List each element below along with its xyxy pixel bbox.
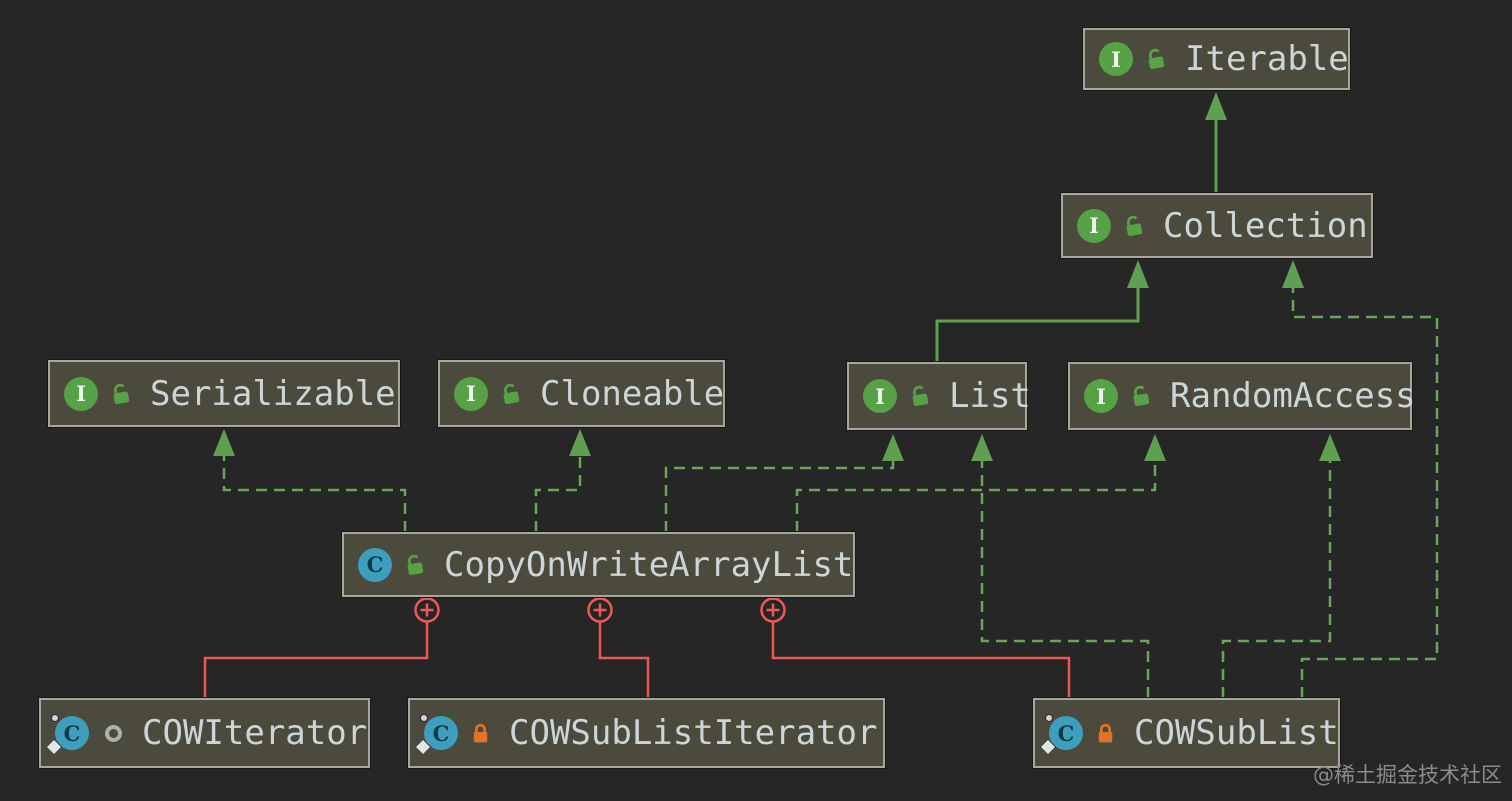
edge-inner-cowsublistiterator — [598, 622, 650, 698]
public-open-lock-icon — [402, 552, 428, 578]
node-label: CopyOnWriteArrayList — [444, 544, 854, 585]
node-label: COWSubListIterator — [509, 713, 878, 753]
interface-icon: I — [454, 376, 488, 411]
static-class-icon: C — [1039, 714, 1083, 756]
node-iterable[interactable]: I Iterable — [1083, 28, 1350, 90]
node-label: Serializable — [150, 373, 396, 414]
plus-icon — [420, 603, 434, 617]
node-label: Cloneable — [540, 373, 725, 414]
edge-cow-implements-serializable — [222, 455, 407, 532]
node-collection[interactable]: I Collection — [1061, 193, 1373, 258]
static-mark-dot-icon — [51, 714, 59, 722]
arrowhead-list-right — [971, 434, 993, 461]
public-open-lock-icon — [1143, 46, 1169, 72]
private-lock-icon — [468, 721, 493, 746]
static-mark-diamond-icon — [45, 738, 63, 756]
node-cloneable[interactable]: I Cloneable — [438, 360, 725, 427]
interface-icon: I — [863, 379, 897, 413]
edge-list-extends-collection — [935, 288, 1140, 362]
static-class-icon: C — [414, 714, 458, 756]
edge-cow-implements-randomaccess — [795, 460, 1157, 532]
interface-icon: I — [1077, 208, 1111, 243]
edge-cowsublist-implements-randomaccess — [1221, 460, 1332, 698]
edge-cow-implements-cloneable — [534, 455, 582, 532]
node-label: COWSubList — [1134, 713, 1339, 753]
arrowhead-cloneable — [569, 429, 591, 456]
static-mark-diamond-icon — [414, 738, 432, 756]
static-mark-dot-icon — [420, 714, 428, 722]
static-mark-dot-icon — [1045, 714, 1053, 722]
node-label: COWIterator — [142, 713, 368, 753]
edge-inner-cowsublist — [771, 622, 1071, 698]
arrowhead-randomaccess-right — [1319, 434, 1341, 461]
edge-cowsublist-implements-list — [980, 460, 1150, 698]
arrowhead-serializable — [213, 429, 235, 456]
static-class-icon: C — [45, 714, 89, 756]
node-label: RandomAccess — [1170, 376, 1416, 416]
edge-cowsublist-implements-collection — [1291, 288, 1439, 698]
node-randomaccess[interactable]: I RandomAccess — [1068, 362, 1416, 430]
interface-icon: I — [1099, 42, 1133, 76]
interface-icon: I — [1084, 379, 1118, 413]
node-cowsublistiterator[interactable]: C COWSubListIterator — [408, 698, 885, 768]
plus-icon — [593, 603, 607, 617]
watermark: @稀土掘金技术社区 — [1313, 763, 1502, 787]
public-open-lock-icon — [1121, 213, 1147, 239]
arrowhead-collection-right — [1282, 260, 1304, 288]
package-local-visibility-icon — [105, 724, 122, 742]
plus-icon — [766, 603, 780, 617]
arrowhead-list-left — [882, 434, 904, 461]
arrowhead-collection-left — [1127, 260, 1149, 288]
public-open-lock-icon — [907, 383, 933, 409]
public-open-lock-icon — [498, 381, 524, 407]
node-label: Iterable — [1185, 39, 1349, 79]
node-label: Collection — [1163, 205, 1368, 246]
node-list[interactable]: I List — [847, 362, 1031, 430]
private-lock-icon — [1093, 721, 1118, 746]
node-cowiterator[interactable]: C COWIterator — [39, 698, 370, 768]
arrowhead-randomaccess-left — [1144, 434, 1166, 461]
interface-icon: I — [64, 376, 98, 411]
edge-inner-cowiterator — [203, 622, 429, 698]
node-label: List — [949, 376, 1031, 416]
node-serializable[interactable]: I Serializable — [48, 360, 400, 427]
arrowhead-iterable — [1205, 92, 1227, 120]
node-copyonwritearraylist[interactable]: C CopyOnWriteArrayList — [342, 532, 855, 597]
class-icon: C — [358, 547, 392, 582]
node-cowsublist[interactable]: C COWSubList — [1033, 698, 1340, 768]
static-mark-diamond-icon — [1039, 738, 1057, 756]
public-open-lock-icon — [1128, 383, 1154, 409]
edge-cow-implements-list — [664, 460, 895, 532]
public-open-lock-icon — [108, 381, 134, 407]
